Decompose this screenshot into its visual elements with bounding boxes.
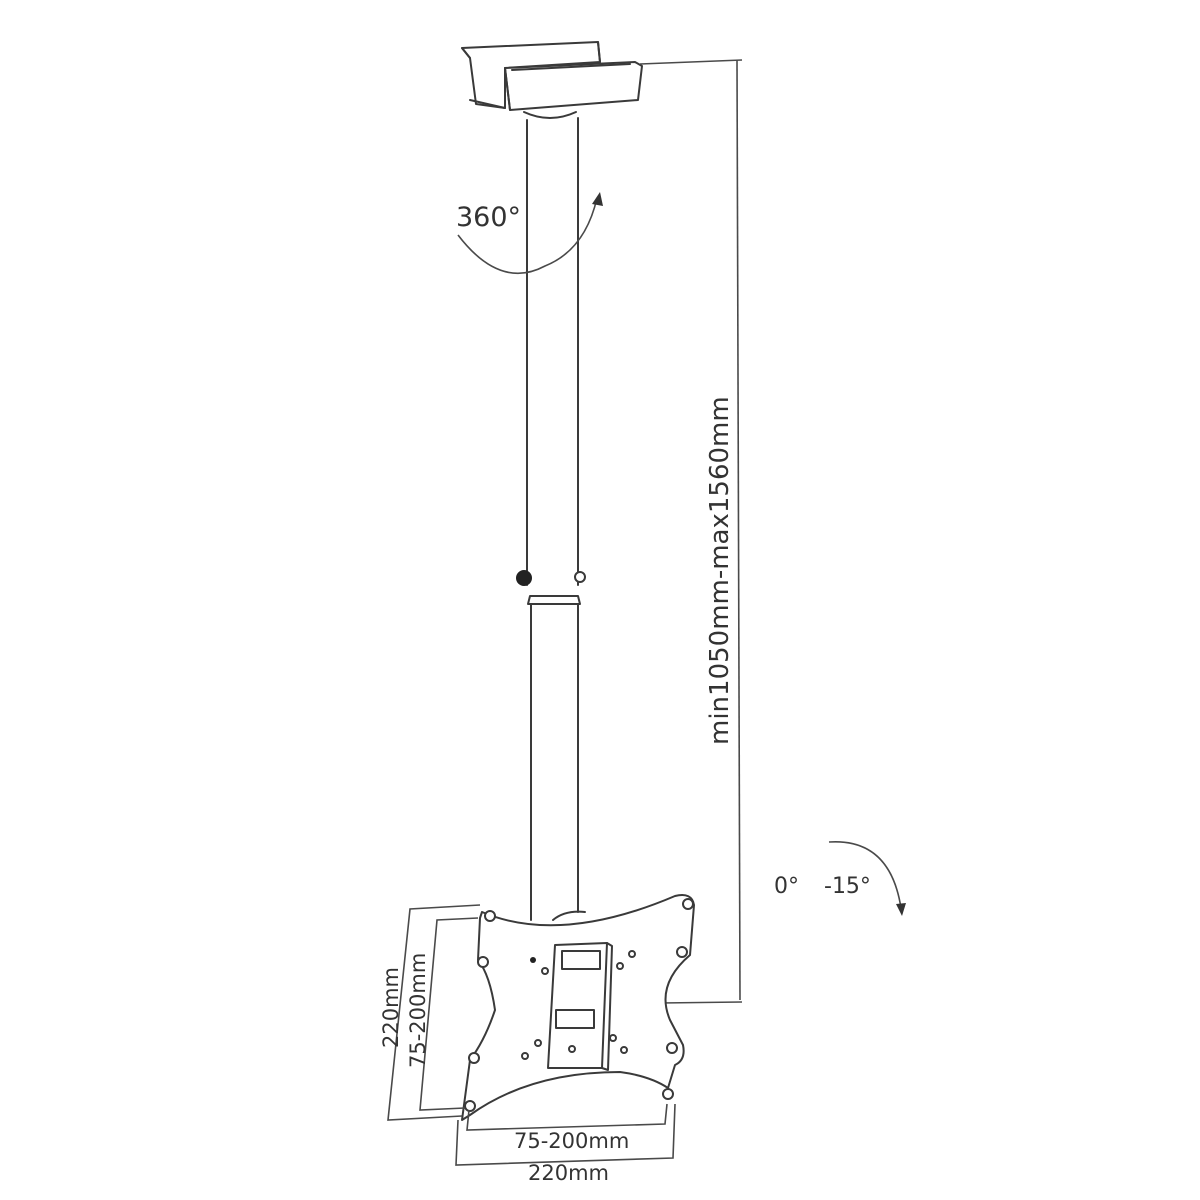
tilt-end-label: -15° bbox=[824, 874, 871, 899]
height-adjust-knob bbox=[516, 570, 586, 605]
plate-width-inner-label: 75-200mm bbox=[514, 1129, 629, 1153]
rotation-arrow-icon bbox=[457, 192, 603, 275]
tilt-start-label: 0° bbox=[774, 874, 799, 899]
height-dimension-line bbox=[639, 59, 743, 1004]
height-range-label: min1050mm-max1560mm bbox=[705, 396, 735, 745]
plate-height-outer-label: 220mm bbox=[379, 967, 403, 1048]
ceiling-bracket bbox=[461, 41, 643, 111]
plate-height-inner-label: 75-200mm bbox=[406, 953, 430, 1068]
plate-width-outer-label: 220mm bbox=[528, 1161, 609, 1185]
plate-dimension-lines bbox=[387, 904, 676, 1166]
tilt-arrow-icon bbox=[828, 841, 906, 916]
rotation-label: 360° bbox=[456, 202, 521, 233]
upper-pole bbox=[523, 111, 579, 586]
lower-pole bbox=[530, 603, 579, 921]
vesa-plate bbox=[461, 894, 695, 1121]
